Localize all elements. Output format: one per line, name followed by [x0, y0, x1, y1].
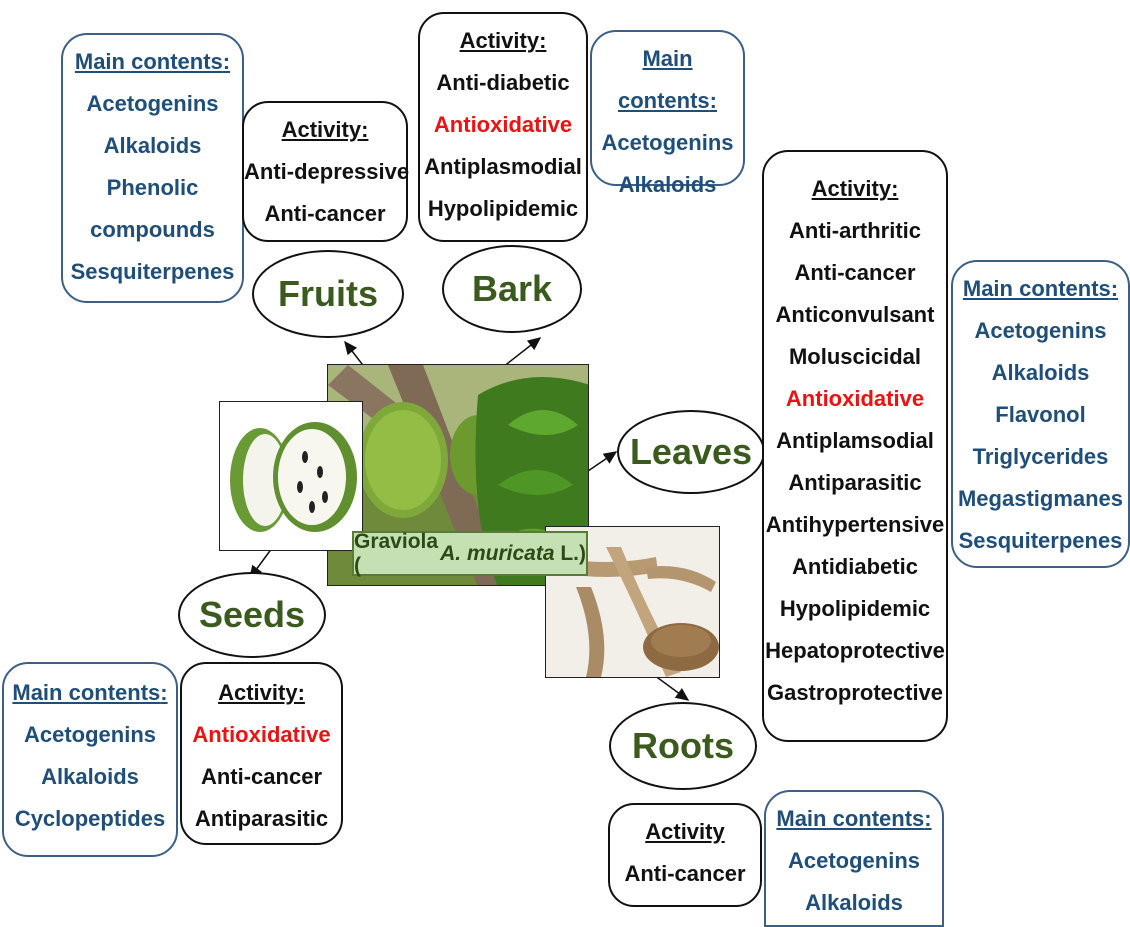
seeds-main-contents-item: Cyclopeptides [4, 798, 176, 840]
roots-activity-item: Anti-cancer [610, 853, 760, 895]
bark-node: Bark [442, 245, 582, 333]
leaves-activity-item: Anticonvulsant [764, 294, 946, 336]
seeds-activity-box: Activity: AntioxidativeAnti-cancerAntipa… [180, 662, 343, 845]
leaves-main-contents-item: Flavonol [953, 394, 1128, 436]
bark-activity-item: Antioxidative [420, 104, 586, 146]
leaves-activity-list: Anti-arthriticAnti-cancerAnticonvulsantM… [764, 210, 946, 714]
leaves-node: Leaves [617, 410, 765, 494]
bark-activity-item: Anti-diabetic [420, 62, 586, 104]
fruits-main-contents-item: Sesquiterpenes [63, 251, 242, 293]
graviola-label-suffix: L.) [555, 542, 587, 566]
bark-main-contents-list: AcetogeninsAlkaloids [592, 122, 743, 206]
leaves-activity-item: Moluscicidal [764, 336, 946, 378]
seeds-activity-item: Antiparasitic [182, 798, 341, 840]
fruits-activity-item: Anti-cancer [244, 193, 406, 235]
seeds-activity-item: Antioxidative [182, 714, 341, 756]
leaves-node-label: Leaves [630, 431, 752, 473]
roots-activity-heading: Activity [610, 811, 760, 853]
seeds-activity-list: AntioxidativeAnti-cancerAntiparasitic [182, 714, 341, 840]
roots-main-contents-item: Alkaloids [766, 882, 942, 924]
fruits-main-contents-item: Acetogenins [63, 83, 242, 125]
leaves-main-contents-item: Alkaloids [953, 352, 1128, 394]
fruits-main-contents-box: Main contents: AcetogeninsAlkaloidsPheno… [61, 33, 244, 303]
leaves-activity-item: Hypolipidemic [764, 588, 946, 630]
seeds-main-contents-list: AcetogeninsAlkaloidsCyclopeptides [4, 714, 176, 840]
cut-fruit-photo [219, 401, 363, 551]
seeds-main-contents-box: Main contents: AcetogeninsAlkaloidsCyclo… [2, 662, 178, 857]
bark-main-contents-item: Alkaloids [592, 164, 743, 206]
leaves-activity-item: Anti-arthritic [764, 210, 946, 252]
leaves-activity-item: Antihypertensive [764, 504, 946, 546]
leaves-activity-item: Antioxidative [764, 378, 946, 420]
roots-main-contents-heading: Main contents: [766, 798, 942, 840]
bark-activity-item: Antiplasmodial [420, 146, 586, 188]
leaves-main-contents-item: Triglycerides [953, 436, 1128, 478]
leaves-activity-heading: Activity: [764, 168, 946, 210]
graviola-label: Graviola (A. muricata L.) [352, 531, 588, 576]
leaves-main-contents-item: Acetogenins [953, 310, 1128, 352]
leaves-activity-item: Gastroprotective [764, 672, 946, 714]
bark-activity-box: Activity: Anti-diabeticAntioxidativeAnti… [418, 12, 588, 242]
roots-main-contents-list: AcetogeninsAlkaloids [766, 840, 942, 924]
seeds-main-contents-item: Acetogenins [4, 714, 176, 756]
fruits-node-label: Fruits [278, 273, 378, 315]
seeds-node-label: Seeds [199, 594, 305, 636]
leaves-main-contents-list: AcetogeninsAlkaloidsFlavonolTriglyceride… [953, 310, 1128, 562]
fruits-node: Fruits [252, 250, 404, 338]
roots-node-label: Roots [632, 725, 734, 767]
leaves-activity-item: Antiplamsodial [764, 420, 946, 462]
graviola-label-prefix: Graviola ( [354, 530, 440, 578]
bark-node-label: Bark [472, 268, 552, 310]
leaves-main-contents-item: Megastigmanes [953, 478, 1128, 520]
fruits-activity-list: Anti-depressiveAnti-cancer [244, 151, 406, 235]
graviola-label-species: A. muricata [440, 542, 554, 566]
leaves-activity-item: Hepatoprotective [764, 630, 946, 672]
roots-main-contents-item: Acetogenins [766, 840, 942, 882]
seeds-activity-heading: Activity: [182, 672, 341, 714]
leaves-activity-item: Anti-cancer [764, 252, 946, 294]
leaves-main-contents-box: Main contents: AcetogeninsAlkaloidsFlavo… [951, 260, 1130, 568]
fruits-main-contents-item: Alkaloids [63, 125, 242, 167]
leaves-activity-item: Antiparasitic [764, 462, 946, 504]
seeds-node: Seeds [178, 572, 326, 658]
roots-node: Roots [609, 702, 757, 790]
fruits-activity-box: Activity: Anti-depressiveAnti-cancer [242, 101, 408, 242]
bark-activity-list: Anti-diabeticAntioxidativeAntiplasmodial… [420, 62, 586, 230]
bark-activity-heading: Activity: [420, 20, 586, 62]
bark-main-contents-heading: Main contents: [592, 38, 743, 122]
bark-main-contents-box: Main contents: AcetogeninsAlkaloids [590, 30, 745, 186]
bark-main-contents-item: Acetogenins [592, 122, 743, 164]
bark-activity-item: Hypolipidemic [420, 188, 586, 230]
fruits-activity-heading: Activity: [244, 109, 406, 151]
seeds-main-contents-item: Alkaloids [4, 756, 176, 798]
leaves-main-contents-heading: Main contents: [953, 268, 1128, 310]
leaves-activity-item: Antidiabetic [764, 546, 946, 588]
fruits-main-contents-heading: Main contents: [63, 41, 242, 83]
seeds-activity-item: Anti-cancer [182, 756, 341, 798]
fruits-main-contents-list: AcetogeninsAlkaloidsPhenoliccompoundsSes… [63, 83, 242, 293]
fruits-main-contents-item: Phenolic [63, 167, 242, 209]
leaves-activity-box: Activity: Anti-arthriticAnti-cancerAntic… [762, 150, 948, 742]
roots-activity-box: Activity Anti-cancer [608, 803, 762, 907]
fruits-main-contents-item: compounds [63, 209, 242, 251]
seeds-main-contents-heading: Main contents: [4, 672, 176, 714]
fruits-activity-item: Anti-depressive [244, 151, 406, 193]
roots-activity-list: Anti-cancer [610, 853, 760, 895]
roots-main-contents-box: Main contents: AcetogeninsAlkaloids [764, 790, 944, 927]
leaves-main-contents-item: Sesquiterpenes [953, 520, 1128, 562]
cut-fruit-image [220, 402, 363, 551]
